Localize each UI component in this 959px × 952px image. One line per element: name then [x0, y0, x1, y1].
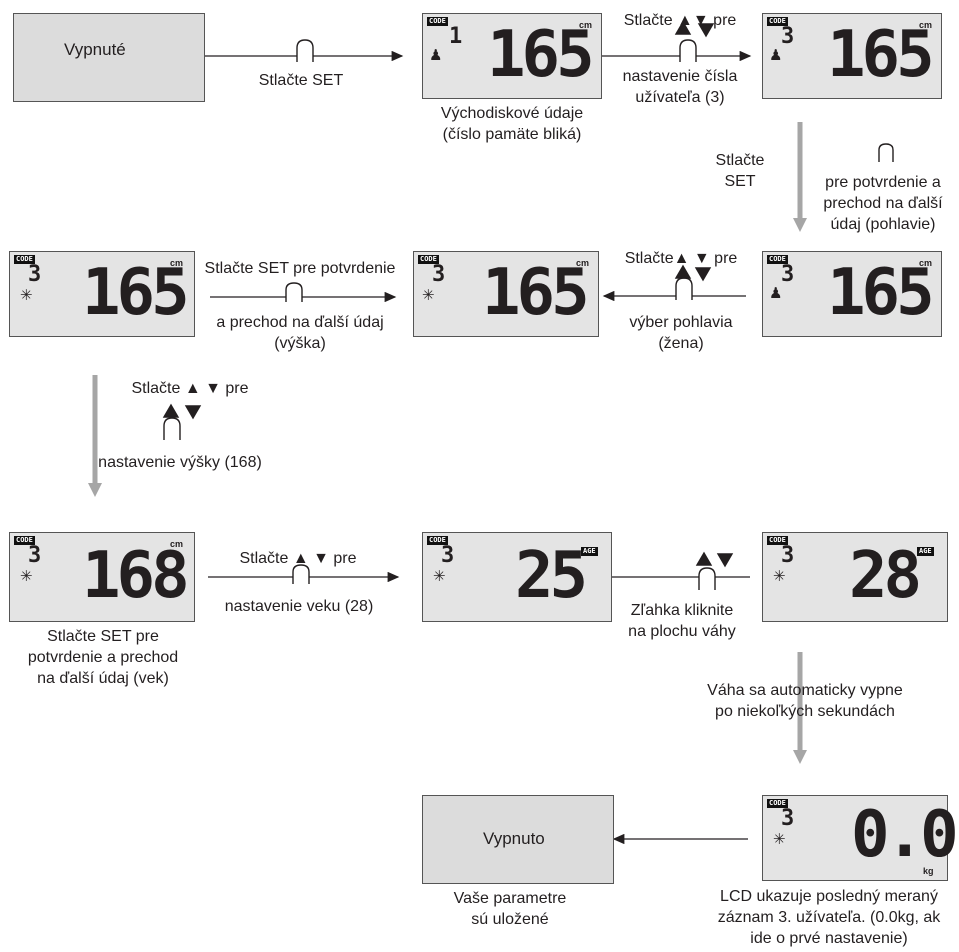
state-off-box: Vypnuté — [13, 13, 205, 102]
lcd-value: 165 — [827, 18, 935, 92]
label-age-top: Stlačte ▲ ▼ pre — [239, 550, 357, 567]
person-icon: ♟ — [429, 47, 443, 64]
lcd-default: CODE 1 ♟ 165 cm — [422, 13, 602, 99]
label-user-top: Stlačte ▲▼ pre — [623, 12, 737, 29]
person-icon: ♟ — [769, 285, 783, 302]
lcd-age-set: CODE 3 ✳ 28 AGE — [762, 532, 948, 622]
lcd-user-number: 3 — [441, 543, 455, 568]
label-height-bottom: nastavenie výšky (168) — [98, 454, 262, 471]
label-confirm-height-top: Stlačte SET pre potvrdenie — [204, 260, 396, 277]
label-confirm-gender: pre potvrdenie a prechod na ďalší údaj (… — [823, 174, 943, 233]
label-default-data: Východiskové údaje (číslo pamäte bliká) — [440, 105, 584, 143]
code-tag: CODE — [418, 255, 439, 264]
lcd-user: CODE 3 ♟ 165 cm — [762, 13, 942, 99]
lcd-value: 165 — [487, 18, 595, 92]
lcd-user-number: 3 — [781, 543, 795, 568]
label-auto-off: Váha sa automaticky vypne po niekoľkých … — [707, 682, 903, 720]
female-icon: ✳ — [422, 287, 435, 304]
lcd-user-number: 3 — [432, 262, 446, 287]
lcd-female: CODE 3 ✳ 165 cm — [413, 251, 599, 337]
finger-icon — [296, 39, 314, 62]
female-icon: ✳ — [773, 831, 786, 848]
unit-label: cm — [919, 20, 933, 30]
finger-icon — [695, 551, 734, 590]
lcd-user-number: 3 — [28, 262, 42, 287]
state-off-label: Vypnuté — [64, 40, 126, 59]
gray-arrowhead — [88, 483, 102, 497]
female-icon: ✳ — [433, 568, 446, 585]
lcd-user-number: 1 — [449, 24, 463, 49]
code-tag: CODE — [767, 536, 788, 545]
label-confirm-height-bottom: a prechod na ďalší údaj (výška) — [216, 314, 384, 352]
label-press-set-2: Stlačte SET — [715, 152, 765, 190]
code-tag: CODE — [767, 799, 788, 808]
lcd-age-default: CODE 3 ✳ 25 AGE — [422, 532, 612, 622]
label-tap-scale: Zľahka kliknite na plochu váhy — [628, 602, 736, 640]
unit-label: kg — [923, 866, 934, 876]
finger-icon — [878, 143, 894, 162]
state-off-final-box: Vypnuto — [422, 795, 614, 884]
lcd-user-number: 3 — [781, 806, 795, 831]
lcd-gender-select: CODE 3 ♟ 165 cm — [762, 251, 942, 337]
label-confirm-age: Stlačte SET pre potvrdenie a prechod na … — [27, 628, 179, 687]
lcd-user-number: 3 — [781, 24, 795, 49]
lcd-value: 165 — [482, 256, 590, 330]
label-gender-top: Stlačte▲ ▼ pre — [624, 250, 738, 267]
label-press-set: Stlačte SET — [258, 72, 344, 89]
age-tag: AGE — [917, 547, 934, 556]
female-icon: ✳ — [773, 568, 786, 585]
lcd-value: 25 — [515, 539, 588, 613]
unit-label: cm — [170, 258, 184, 268]
finger-icon — [674, 264, 712, 300]
code-tag: CODE — [427, 536, 448, 545]
female-icon: ✳ — [20, 287, 33, 304]
lcd-value: 165 — [82, 256, 190, 330]
gray-arrowhead — [793, 218, 807, 232]
lcd-user-number: 3 — [28, 543, 42, 568]
unit-label: cm — [919, 258, 933, 268]
finger-icon — [292, 564, 310, 584]
unit-label: cm — [576, 258, 590, 268]
lcd-value: 0.0 — [851, 798, 959, 872]
state-off-final-label: Vypnuto — [483, 829, 545, 848]
code-tag: CODE — [14, 536, 35, 545]
label-lcd-last: LCD ukazuje posledný meraný záznam 3. už… — [717, 888, 941, 947]
label-gender-bottom: výber pohlavia (žena) — [629, 314, 733, 352]
code-tag: CODE — [427, 17, 448, 26]
code-tag: CODE — [767, 17, 788, 26]
gray-arrowhead — [793, 750, 807, 764]
lcd-value: 28 — [849, 539, 922, 613]
label-age-bottom: nastavenie veku (28) — [224, 598, 374, 615]
code-tag: CODE — [767, 255, 788, 264]
female-icon: ✳ — [20, 568, 33, 585]
code-tag: CODE — [14, 255, 35, 264]
finger-icon — [285, 282, 303, 302]
lcd-weight: CODE 3 ✳ 0.0 kg — [762, 795, 959, 881]
label-user-bottom: nastavenie čísla užívateľa (3) — [622, 68, 738, 106]
label-height-top: Stlačte ▲ ▼ pre — [131, 380, 249, 397]
lcd-height-blink: CODE 3 ✳ 165 cm — [9, 251, 195, 337]
label-saved: Vaše parametre sú uložené — [453, 890, 567, 928]
age-tag: AGE — [581, 547, 598, 556]
unit-label: cm — [170, 539, 184, 549]
finger-icon — [674, 20, 715, 62]
lcd-user-number: 3 — [781, 262, 795, 287]
lcd-value: 165 — [827, 256, 935, 330]
person-icon: ♟ — [769, 47, 783, 64]
finger-icon — [162, 403, 202, 440]
unit-label: cm — [579, 20, 593, 30]
lcd-height-set: CODE 3 ✳ 168 cm — [9, 532, 195, 622]
lcd-value: 168 — [82, 539, 190, 613]
